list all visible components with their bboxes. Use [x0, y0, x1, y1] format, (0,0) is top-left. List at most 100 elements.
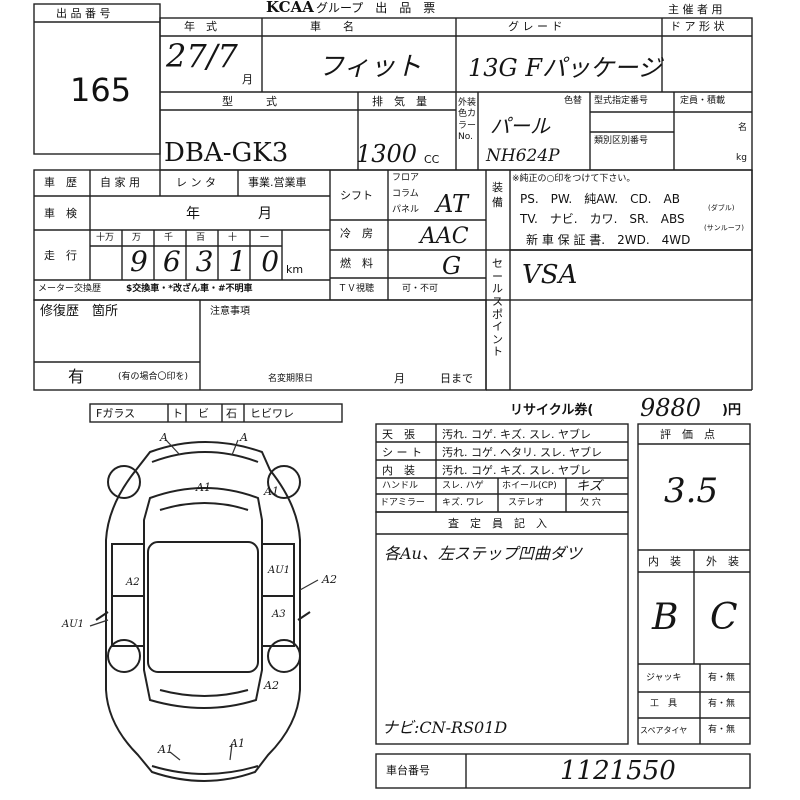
equipment-line1: PS. PW. 純AW. CD. AB	[520, 192, 680, 206]
grade-label: グ レ ー ド	[508, 20, 563, 33]
tv-label: ＴＶ視聴	[338, 284, 375, 294]
spare-tire-value: 有・無	[708, 725, 736, 735]
damage-mark-rear-right: A2	[264, 679, 279, 692]
tv-options: 可・不可	[402, 284, 439, 294]
recycle-label: リサイクル券(	[510, 403, 594, 418]
cond-mirror-text: キズ. ワレ	[442, 498, 484, 508]
interior-grade-label: 内 装	[648, 555, 681, 568]
wheel-label: ホイール(CP)	[502, 481, 557, 491]
ac-value: AAC	[420, 224, 469, 249]
cond-ceiling-label: 天 張	[382, 428, 415, 441]
damage-mark-hood: A1	[196, 481, 211, 494]
tool-label: 工 具	[650, 699, 678, 709]
grade-value: 13G Fパッケージ	[468, 54, 662, 82]
damage-mark-right-fender: A2	[322, 573, 337, 586]
mileage-value: 96310	[130, 245, 295, 278]
damage-mark-left-door: A2	[126, 577, 140, 588]
equipment-note: ※純正の○印をつけて下さい。	[512, 174, 636, 184]
shift-label: シフト	[340, 189, 373, 202]
recycle-suffix: )円	[722, 403, 741, 418]
ac-label: 冷 房	[340, 227, 373, 240]
cond-handle-text: スレ. ハゲ	[442, 481, 484, 491]
evaluation-label: 評 価 点	[660, 428, 715, 441]
damage-mark-right-rear-door: A3	[272, 609, 286, 620]
form-title: グループ 出 品 票	[316, 1, 436, 15]
lot-label: 出 品 番 号	[56, 7, 111, 20]
inspector-label: 査 定 員 記 入	[448, 517, 547, 530]
stereo-value: 欠 穴	[580, 498, 601, 508]
digit-100: 百	[196, 233, 206, 243]
damage-mark-rear-bumper: A1	[230, 737, 245, 750]
cond-seat-text: 汚れ. コゲ. ヘタリ. スレ. ヤブレ	[442, 446, 602, 459]
km-unit: km	[286, 263, 304, 276]
cond-handle-label: ハンドル	[382, 481, 419, 491]
damage-mark-front-bumper: A	[240, 431, 248, 444]
history-business: 事業.営業車	[248, 176, 307, 189]
digit-10k: 万	[132, 233, 142, 243]
year-label: 年 式	[184, 20, 217, 33]
shift-column: コラム	[392, 189, 419, 199]
shift-value: AT	[436, 190, 469, 218]
wheel-value: キズ	[576, 479, 603, 494]
glass-legend-windshield: Fガラス	[96, 407, 136, 420]
damage-mark-left-step: AU1	[62, 619, 85, 630]
recycle-value: 9880	[640, 394, 702, 422]
glass-legend-to: ト	[172, 407, 183, 420]
model-designation-label: 型式指定番号	[594, 96, 649, 106]
cond-interior-text: 汚れ. コゲ. キズ. スレ. ヤブレ	[442, 464, 591, 477]
exterior-grade-value: C	[710, 597, 738, 638]
notes-label: 注意事項	[210, 306, 250, 317]
cond-ceiling-text: 汚れ. コゲ. キズ. スレ. ヤブレ	[442, 428, 591, 441]
fuel-value: G	[442, 252, 462, 280]
month-suffix: 月	[242, 73, 253, 86]
sales-point-value: VSA	[522, 260, 578, 290]
damage-mark-front-left: A	[160, 431, 168, 444]
inspector-note1: 各Au、左ステップ凹曲ダツ	[384, 544, 582, 563]
cc-unit: CC	[424, 153, 440, 166]
digit-10: 十	[228, 233, 238, 243]
doors-label: ド ア 形 状	[670, 20, 725, 33]
inspector-note2: ナビ:CN-RS01D	[382, 718, 508, 737]
model-value: DBA-GK3	[164, 138, 289, 168]
displacement-label: 排 気 量	[372, 95, 427, 108]
digit-1: 一	[260, 233, 270, 243]
organizer-label: 主 催 者 用	[668, 3, 723, 16]
glass-legend-bi: ビ	[198, 407, 209, 420]
stereo-label: ステレオ	[508, 498, 545, 508]
displacement-value: 1300	[356, 140, 418, 168]
mileage-label: 走 行	[44, 249, 77, 262]
damage-mark-rear-left: A1	[158, 743, 173, 756]
color-change-label: 色替	[564, 96, 583, 106]
history-rental: レ ン タ	[176, 176, 216, 189]
inspection-label: 車 検	[44, 207, 77, 220]
interior-grade-value: B	[652, 597, 679, 638]
chassis-value: 1121550	[560, 756, 676, 786]
lot-number: 165	[70, 71, 132, 109]
damage-mark-front-right: A1	[264, 485, 279, 498]
shift-floor: フロア	[392, 173, 420, 183]
history-private: 自 家 用	[100, 176, 140, 189]
model-label: 型 式	[222, 95, 277, 108]
double-label: (ダブル)	[708, 204, 735, 212]
glass-legend-crack: ヒビワレ	[250, 407, 294, 420]
car-name-label: 車 名	[310, 20, 354, 33]
jack-value: 有・無	[708, 673, 736, 683]
repair-label: 修復歴 箇所	[40, 304, 119, 319]
color-code: NH624P	[486, 146, 560, 166]
repair-circle-note: (有の場合〇印を)	[118, 372, 189, 382]
meter-options: $交換車・*改ざん車・#不明車	[126, 284, 253, 294]
inspection-year-unit: 年	[186, 206, 200, 222]
equipment-line2: TV. ナビ. カワ. SR. ABS	[520, 212, 685, 226]
car-name-value: フィット	[318, 52, 422, 82]
capacity-label: 定員・積載	[680, 96, 726, 106]
category-label: 類別区別番号	[594, 136, 649, 146]
damage-mark-right-door: AU1	[268, 565, 291, 576]
tool-value: 有・無	[708, 699, 736, 709]
year-value: 27/7	[166, 37, 238, 75]
chassis-label: 車台番号	[386, 764, 430, 777]
exterior-grade-label: 外 装	[706, 555, 739, 568]
exterior-color-label: 外装色カラーNo.	[458, 98, 477, 142]
capacity-unit: 名	[738, 123, 748, 133]
